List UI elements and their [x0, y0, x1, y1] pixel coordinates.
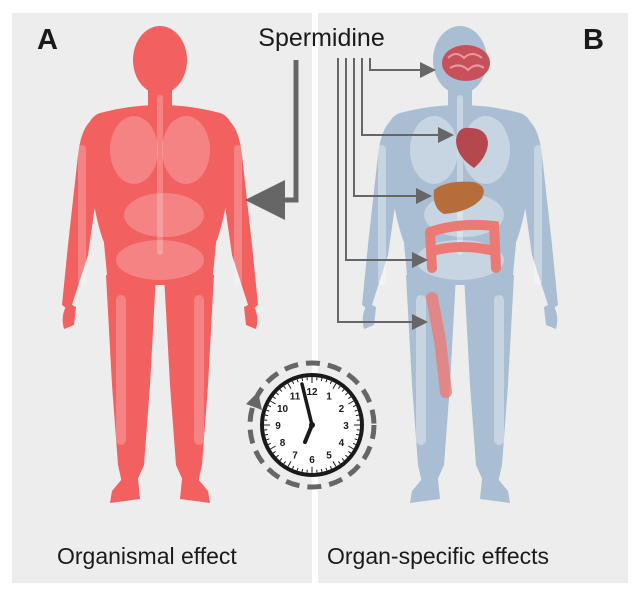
clock-tick [267, 442, 272, 445]
clock-tick [279, 388, 283, 392]
panel-b-caption: Organ-specific effects [327, 543, 550, 569]
arrow-to-liver [353, 58, 432, 204]
clock-tick [266, 438, 270, 441]
clock-tick [341, 388, 345, 392]
clock-tick [332, 383, 337, 389]
clock-number: 6 [309, 455, 315, 466]
organismal-body-figure [62, 26, 258, 503]
clock-number: 5 [326, 450, 332, 461]
arrow-to-colon [337, 58, 428, 330]
clock-tick [341, 458, 345, 462]
clock-tick [283, 461, 286, 465]
organismal-arrow [245, 60, 299, 220]
clock-tick [264, 433, 269, 436]
clock-tick [287, 461, 292, 467]
clock-tick [355, 414, 360, 417]
clock-number: 12 [306, 387, 318, 398]
clock-tick [264, 414, 269, 417]
colon-icon [426, 292, 452, 398]
panel-a-label: A [37, 24, 58, 56]
arrow-to-heart [361, 58, 454, 143]
panel-b-label: B [583, 24, 604, 56]
clock-tick [320, 468, 323, 473]
clock-tick [345, 454, 349, 458]
clock-tick [355, 433, 360, 436]
clock-tick [296, 379, 299, 383]
clock-tick [296, 467, 299, 471]
clock-tick [325, 467, 328, 471]
arrow-to-brain [369, 58, 436, 78]
brain-folds-icon [447, 53, 485, 72]
clock-tick [329, 380, 332, 385]
liver-icon [433, 181, 484, 214]
clock-tick [348, 400, 354, 405]
clock-number: 7 [292, 450, 298, 461]
clock-tick [279, 458, 283, 462]
clock-tick [338, 385, 341, 389]
clock-tick [266, 409, 270, 412]
clock-tick [352, 405, 357, 408]
clock-tick [272, 451, 276, 454]
intestine-icon [425, 219, 501, 273]
clock-tick [348, 451, 352, 454]
arrow-to-intestine [345, 58, 428, 268]
clock-tick [292, 380, 295, 385]
clock-tick [270, 445, 276, 450]
clock-number: 3 [343, 421, 349, 432]
clock-number: 2 [339, 404, 345, 415]
clock-tick [287, 383, 292, 389]
organ-specific-body-figure [362, 26, 558, 503]
clock-number: 1 [326, 392, 332, 403]
clock-tick [301, 468, 304, 473]
clock-tick [292, 465, 295, 470]
clock-number: 8 [280, 438, 286, 449]
clock-tick [338, 461, 341, 465]
clock-tick [275, 392, 279, 396]
clock-tick [348, 396, 352, 399]
clock-tick [283, 385, 286, 389]
clock-tick [329, 465, 332, 470]
clock-number: 11 [290, 392, 301, 403]
clock-number: 4 [339, 438, 345, 449]
spermidine-title: Spermidine [258, 24, 385, 52]
clock-tick [272, 396, 276, 399]
clock-number: 10 [277, 404, 289, 415]
clock-tick [325, 379, 328, 383]
panel-a-caption: Organismal effect [57, 543, 237, 569]
clock-tick [352, 442, 357, 445]
organ-arrows [337, 58, 454, 330]
clock-tick [345, 392, 349, 396]
clock-tick [267, 405, 272, 408]
clock-tick [301, 377, 304, 382]
clock-tick [332, 461, 337, 467]
clock-tick [354, 409, 358, 412]
clock-tick [354, 438, 358, 441]
clock-tick [348, 445, 354, 450]
clock-tick [320, 377, 323, 382]
clock-number: 9 [275, 421, 281, 432]
heart-icon [456, 127, 488, 168]
clock-tick [270, 400, 276, 405]
clock-tick [275, 454, 279, 458]
